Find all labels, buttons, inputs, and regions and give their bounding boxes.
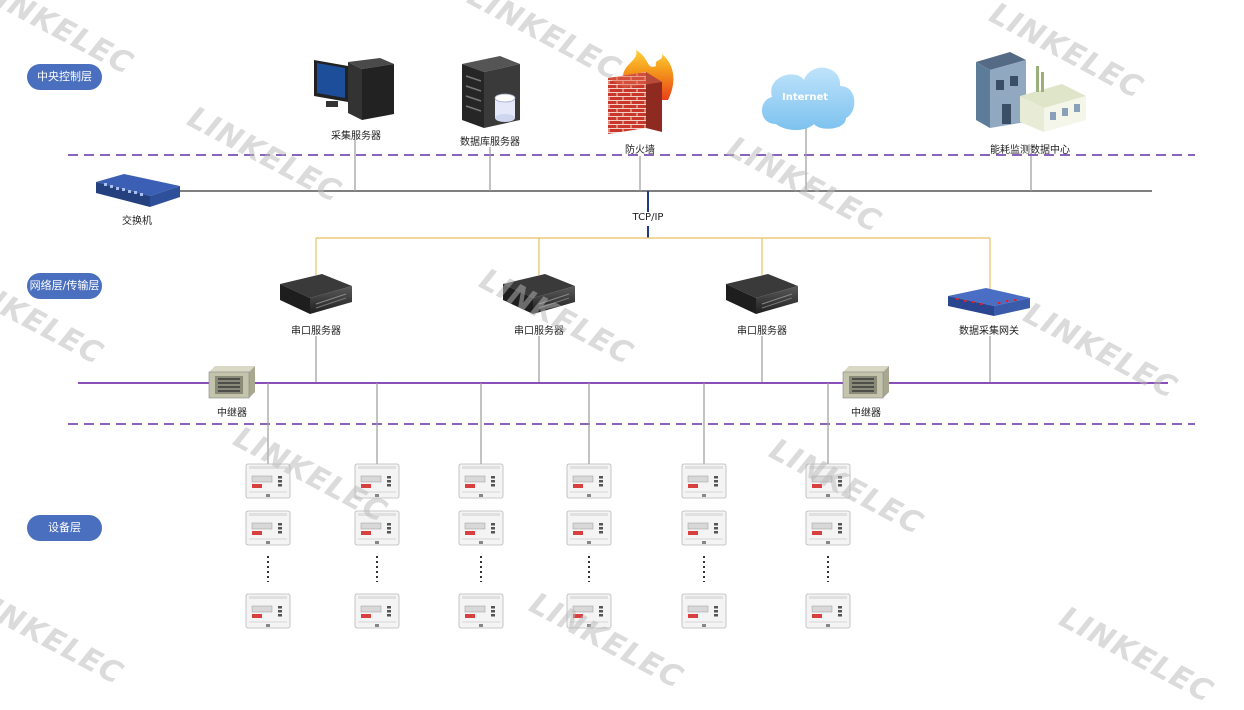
- switch-device: [96, 174, 180, 207]
- repeater-label-2: 中继器: [851, 408, 881, 419]
- serial-server-icon-3: [725, 273, 799, 315]
- meter-ellipsis: [703, 556, 705, 582]
- meter: [805, 510, 851, 546]
- meter: [566, 463, 612, 499]
- serial-server-label-2: 串口服务器: [514, 326, 564, 337]
- meter-grid: [245, 463, 851, 629]
- meter: [245, 510, 291, 546]
- layer-central-pill: 中央控制层: [27, 64, 102, 90]
- energy-center-label: 能耗监测数据中心: [990, 145, 1070, 156]
- meter: [681, 593, 727, 629]
- repeater-label-1: 中继器: [217, 408, 247, 419]
- serial-server-icon-2: [502, 273, 576, 315]
- meter: [458, 510, 504, 546]
- repeater-icon-2: [842, 365, 890, 399]
- firewall-label: 防火墙: [625, 145, 655, 156]
- internet-cloud-icon: [761, 67, 855, 130]
- serial-server-icon-1: [279, 273, 353, 315]
- meter-ellipsis: [480, 556, 482, 582]
- meter: [805, 463, 851, 499]
- meter: [354, 593, 400, 629]
- db-server-label: 数据库服务器: [460, 137, 520, 148]
- switch-label: 交换机: [122, 216, 152, 227]
- meter: [354, 510, 400, 546]
- meter: [354, 463, 400, 499]
- meter: [566, 510, 612, 546]
- meter-ellipsis: [588, 556, 590, 582]
- db-server-icon: [462, 56, 520, 128]
- meter: [566, 593, 612, 629]
- meter: [458, 593, 504, 629]
- internet-label: Internet: [782, 92, 828, 103]
- layer-network-pill: 网络层/传输层: [27, 273, 102, 299]
- meter: [805, 593, 851, 629]
- meter: [681, 463, 727, 499]
- gateway-label: 数据采集网关: [959, 326, 1019, 337]
- meter-ellipsis: [827, 556, 829, 582]
- collect-server-pc: [314, 58, 394, 120]
- serial-server-label-3: 串口服务器: [737, 326, 787, 337]
- serial-server-label-1: 串口服务器: [291, 326, 341, 337]
- repeater-icon-1: [208, 365, 256, 399]
- meter: [245, 593, 291, 629]
- meter: [245, 463, 291, 499]
- layer-device-pill: 设备层: [27, 515, 102, 541]
- gateway-icon: [948, 288, 1030, 316]
- collect-server-label: 采集服务器: [331, 131, 381, 142]
- meter-ellipsis: [376, 556, 378, 582]
- tcp-ip-label: TCP/IP: [632, 212, 664, 223]
- firewall-icon: [608, 50, 674, 134]
- meter: [458, 463, 504, 499]
- meter: [681, 510, 727, 546]
- energy-center-building: [976, 52, 1086, 132]
- meter-ellipsis: [267, 556, 269, 582]
